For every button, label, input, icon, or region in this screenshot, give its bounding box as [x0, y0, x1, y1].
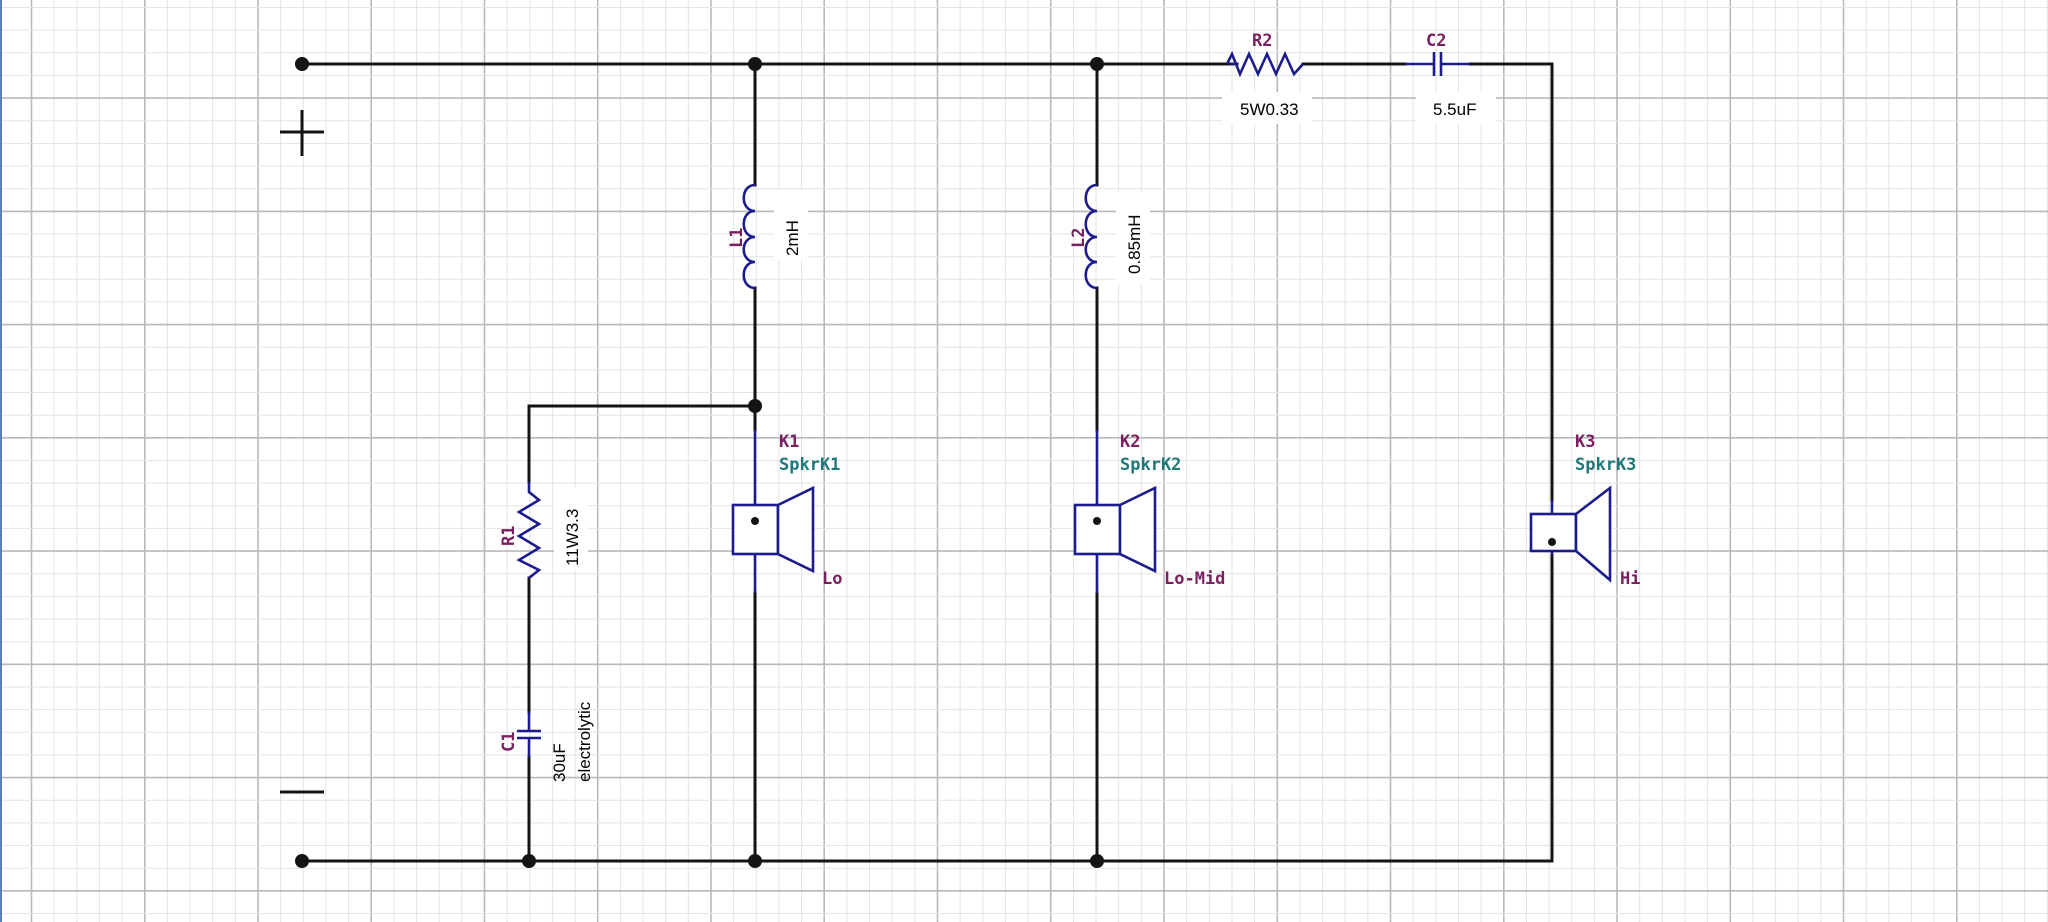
- l1-value: 2mH: [783, 220, 802, 256]
- junction-dots: [295, 57, 1104, 868]
- speaker-k3[interactable]: K3 SpkrK3 Hi: [1529, 432, 1640, 589]
- speaker-k2[interactable]: K2 SpkrK2 Lo-Mid: [1073, 430, 1225, 593]
- c2-reference: C2: [1426, 31, 1446, 51]
- r1-value: 11W3.3: [563, 509, 582, 566]
- junction-dot: [748, 57, 762, 71]
- junction-dot: [748, 854, 762, 868]
- junction-dot: [1090, 57, 1104, 71]
- junction-dot: [748, 399, 762, 413]
- capacitor-c1[interactable]: C1 30uF electrolytic: [499, 701, 594, 782]
- k3-reference: K3: [1575, 432, 1595, 452]
- c1-value: 30uF: [550, 743, 569, 782]
- k3-part-name: SpkrK3: [1575, 455, 1636, 475]
- k2-part-name: SpkrK2: [1120, 455, 1181, 475]
- k2-reference: K2: [1120, 432, 1140, 452]
- inductor-l2[interactable]: L2 0.85mH: [1069, 183, 1150, 290]
- l2-reference: L2: [1069, 228, 1089, 248]
- k1-part-name: SpkrK1: [779, 455, 840, 475]
- k1-reference: K1: [779, 432, 799, 452]
- r2-value: 5W0.33: [1240, 100, 1299, 119]
- c1-type: electrolytic: [575, 701, 594, 782]
- r2-reference: R2: [1252, 31, 1272, 51]
- capacitor-c2[interactable]: C2 5.5uF: [1405, 31, 1496, 124]
- k1-band-label: Lo: [822, 569, 842, 589]
- l2-value: 0.85mH: [1125, 214, 1144, 274]
- r1-reference: R1: [499, 526, 519, 546]
- k3-band-label: Hi: [1620, 569, 1640, 589]
- junction-dot: [295, 854, 309, 868]
- k2-band-label: Lo-Mid: [1164, 569, 1225, 589]
- resistor-r2[interactable]: R2 5W0.33: [1222, 31, 1312, 124]
- c1-reference: C1: [499, 732, 519, 752]
- speaker-k2-magnet: [1073, 503, 1122, 556]
- positive-terminal-symbol: [280, 110, 324, 156]
- circuit-wires: [300, 62, 1554, 863]
- junction-dot: [522, 854, 536, 868]
- speaker-k3-cone: [1574, 485, 1612, 583]
- junction-dot: [1090, 854, 1104, 868]
- inductor-l1[interactable]: L1 2mH: [727, 183, 808, 290]
- c2-value: 5.5uF: [1433, 100, 1476, 119]
- resistor-r1[interactable]: R1 11W3.3: [499, 482, 588, 580]
- speaker-k1-cone: [776, 485, 815, 574]
- speaker-k1-magnet: [731, 503, 780, 556]
- speaker-k2-cone: [1118, 485, 1157, 574]
- l1-reference: L1: [727, 228, 747, 248]
- speaker-k1[interactable]: K1 SpkrK1 Lo: [731, 430, 842, 593]
- junction-dot: [295, 57, 309, 71]
